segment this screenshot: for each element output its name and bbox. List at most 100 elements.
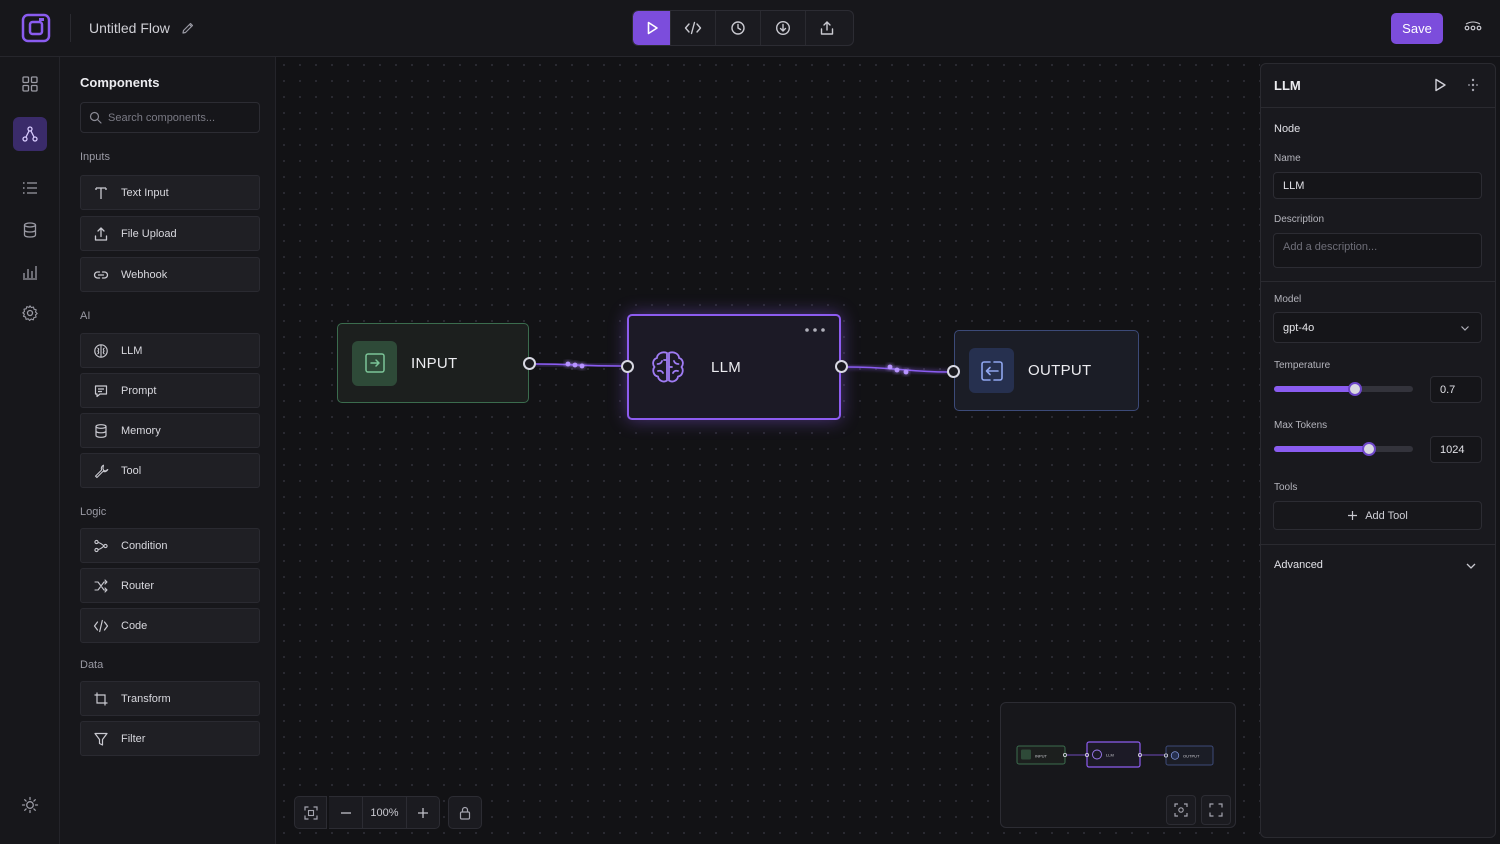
node-input[interactable]: INPUT [337,323,536,403]
edge-llm-output [846,364,949,375]
shuffle-icon [93,578,109,594]
section-label-logic: Logic [80,506,107,518]
zoom-out-button[interactable] [329,796,363,829]
list-icon [21,179,39,197]
component-memory[interactable]: Memory [80,413,260,448]
run-button[interactable] [633,11,671,45]
upload-icon [93,226,109,242]
rail-flow-button[interactable] [13,117,47,151]
temperature-slider-thumb[interactable] [1347,382,1362,396]
edit-icon[interactable] [180,20,196,36]
tools-label: Tools [1274,482,1298,493]
fit-view-icon [303,805,318,820]
component-code[interactable]: Code [80,608,260,643]
history-button[interactable] [716,11,761,45]
component-label: LLM [121,344,143,357]
section-heading-node: Node [1274,123,1301,135]
component-text-input[interactable]: Text Input [80,175,260,210]
node-label: LLM [711,358,742,376]
model-select[interactable]: gpt-4o [1273,312,1482,343]
left-rail [0,57,60,844]
code-icon [684,20,702,36]
node-llm[interactable]: LLM [621,314,848,420]
input-node-output-port[interactable] [523,357,536,370]
component-llm[interactable]: LLM [80,333,260,368]
brain-icon [646,345,690,389]
chevron-down-icon [1464,559,1478,573]
minimap[interactable]: INPUT LLM OUTPUT [1000,702,1236,828]
component-search[interactable] [80,102,260,133]
description-input[interactable] [1273,233,1482,268]
max-tokens-slider[interactable] [1274,442,1413,456]
advanced-section-toggle[interactable]: Advanced [1261,547,1495,583]
rail-list-button[interactable] [13,171,47,205]
rail-settings-button[interactable] [13,296,47,330]
minimap-output-label: OUTPUT [1183,754,1200,759]
search-icon [89,111,102,124]
max-tokens-slider-fill [1274,446,1369,452]
temperature-input[interactable]: 0.7 [1430,376,1482,403]
share-button[interactable] [806,11,847,45]
theme-toggle-button[interactable] [13,788,47,822]
download-button[interactable] [761,11,806,45]
zoom-in-button[interactable] [407,796,440,829]
add-tool-button[interactable]: Add Tool [1273,501,1482,530]
component-label: Text Input [121,186,169,199]
component-filter[interactable]: Filter [80,721,260,756]
llm-node-input-port[interactable] [621,360,634,373]
output-node-icon-box [969,348,1014,393]
max-tokens-input[interactable]: 1024 [1430,436,1482,463]
components-panel: Components Inputs Text Input File Upload… [60,57,276,844]
link-icon [93,267,109,283]
max-tokens-slider-thumb[interactable] [1361,442,1376,456]
description-label: Description [1274,214,1325,225]
component-prompt[interactable]: Prompt [80,373,260,408]
node-menu-icon[interactable] [803,324,827,336]
fit-view-button[interactable] [294,796,327,829]
rail-dashboard-button[interactable] [13,67,47,101]
node-name-input[interactable] [1273,172,1482,199]
component-tool[interactable]: Tool [80,453,260,488]
component-label: Condition [121,539,168,552]
component-transform[interactable]: Transform [80,681,260,716]
play-icon [1432,77,1448,93]
minimap-focus-button[interactable] [1166,795,1196,825]
inspector-panel: LLM Node Name Description Model gpt-4o T… [1260,63,1496,838]
branch-icon [93,538,109,554]
component-file-upload[interactable]: File Upload [80,216,260,251]
sun-icon [21,796,39,814]
temperature-slider[interactable] [1274,382,1413,396]
minimap-fullscreen-button[interactable] [1201,795,1231,825]
temperature-value: 0.7 [1440,383,1456,396]
component-label: Prompt [121,384,157,397]
code-view-button[interactable] [671,11,716,45]
component-router[interactable]: Router [80,568,260,603]
save-button[interactable]: Save [1391,13,1443,44]
flow-icon [21,125,39,143]
section-label-ai: AI [80,310,91,322]
node-options-icon[interactable] [1465,77,1481,93]
llm-node-icon-box [645,344,691,390]
add-tool-label: Add Tool [1365,509,1408,522]
app-logo-icon[interactable] [20,12,52,44]
more-options-icon[interactable] [1462,18,1484,38]
rail-analytics-button[interactable] [13,255,47,289]
rail-database-button[interactable] [13,213,47,247]
component-condition[interactable]: Condition [80,528,260,563]
lock-canvas-button[interactable] [448,796,482,829]
grid-icon [21,75,39,93]
node-label: OUTPUT [1028,362,1092,379]
flow-canvas[interactable]: INPUT LLM OUTPUT [276,57,1260,844]
component-webhook[interactable]: Webhook [80,257,260,292]
run-node-button[interactable] [1432,77,1448,93]
node-output[interactable]: OUTPUT [947,330,1139,411]
top-bar: Untitled Flow [0,0,1500,57]
llm-node-output-port[interactable] [835,360,848,373]
search-input[interactable] [108,111,248,124]
output-node-input-port[interactable] [947,365,960,378]
flow-title[interactable]: Untitled Flow [89,20,170,36]
zoom-level-text: 100% [370,806,399,819]
top-divider [70,14,71,42]
model-value: gpt-4o [1283,321,1315,334]
divider [1261,281,1495,282]
